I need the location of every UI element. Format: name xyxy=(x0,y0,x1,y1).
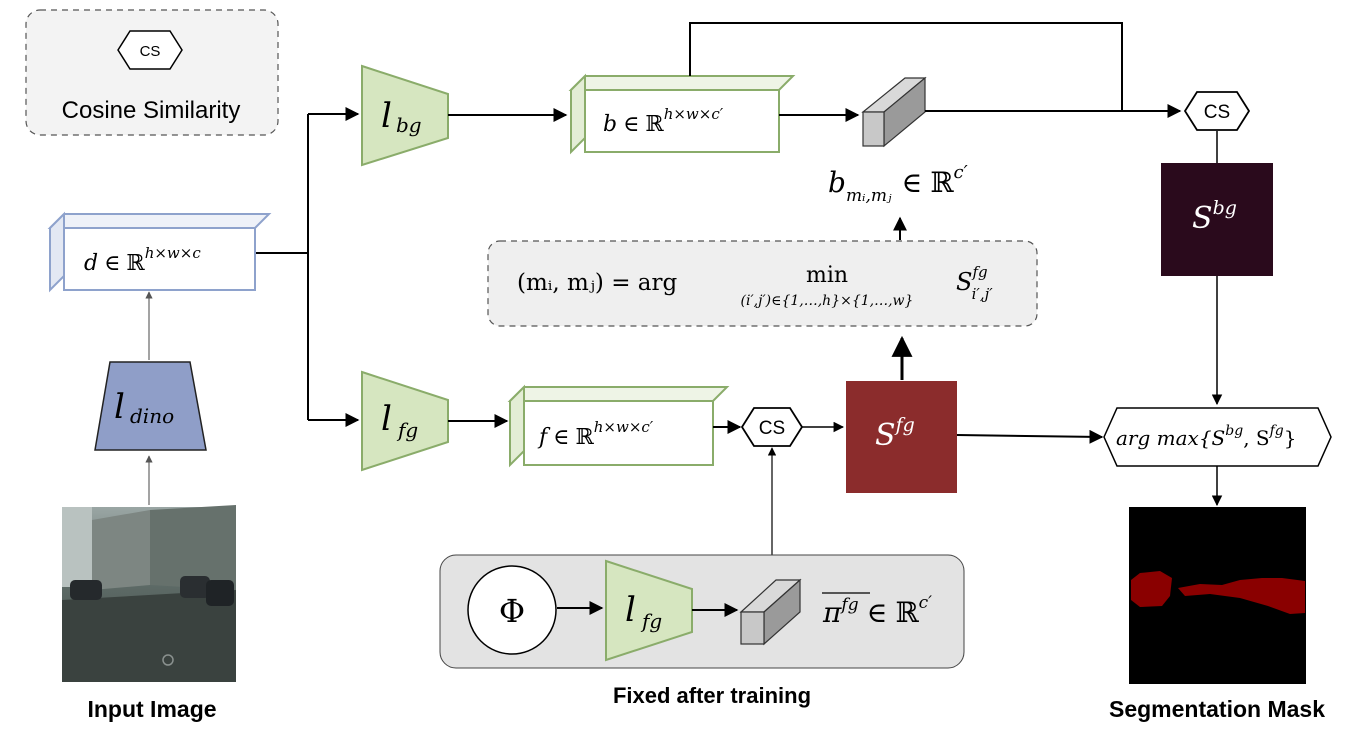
l-bg-sub: bg xyxy=(396,113,422,137)
s-fg-block: Sfg xyxy=(846,381,957,493)
l-fg-fixed-head: l fg xyxy=(605,559,693,662)
b-tensor-label: b∈ℝh×w×c′ xyxy=(603,105,724,137)
argmin-under: (i′,j′)∈{1,…,h}×{1,…,w} xyxy=(741,293,914,309)
l-fg-head: l fg xyxy=(361,370,449,472)
phi-label: Φ xyxy=(499,592,525,630)
f-tensor: f∈ℝh×w×c′ xyxy=(507,384,730,468)
l-bg-head: l bg xyxy=(361,64,449,167)
l-bg-base: l xyxy=(381,96,392,136)
d-tensor: d∈ℝh×w×c xyxy=(47,211,272,293)
l-dino-base: l xyxy=(114,387,125,427)
l-fg-fixed-base: l xyxy=(625,590,636,630)
argmin-box: (mᵢ, mⱼ) = arg min (i′,j′)∈{1,…,h}×{1,…,… xyxy=(487,240,1038,327)
legend-box: CS Cosine Similarity xyxy=(25,9,279,136)
caption-input-image: Input Image xyxy=(87,696,216,722)
cs-node-bg-label: CS xyxy=(1204,102,1230,123)
phi-node xyxy=(467,565,557,655)
caption-fixed-after-training: Fixed after training xyxy=(613,683,811,708)
legend-caption: Cosine Similarity xyxy=(62,97,241,124)
fixed-box: Φ l fg πfg∈ℝc′ xyxy=(439,554,965,669)
argmax-label: arg max{Sbg, Sfg} xyxy=(1116,423,1297,450)
input-image xyxy=(62,505,236,682)
l-fg-fixed-sub: fg xyxy=(640,609,662,633)
cs-node-bg: CS xyxy=(1183,91,1251,131)
b-vector-label: bmᵢ,mⱼ∈ℝc′ xyxy=(828,162,968,206)
l-fg-sub: fg xyxy=(396,418,418,442)
l-dino-sub: dino xyxy=(130,404,174,428)
b-vector-block xyxy=(861,76,927,148)
l-dino-encoder: l dino xyxy=(94,361,207,451)
d-tensor-label: d∈ℝh×w×c xyxy=(84,244,201,276)
l-fg-base: l xyxy=(381,399,392,439)
cs-node-fg: CS xyxy=(740,407,804,447)
legend-cs-label: CS xyxy=(140,43,161,60)
pi-vector-block xyxy=(739,578,802,646)
argmin-op: min xyxy=(806,263,848,288)
s-bg-block: Sbg xyxy=(1161,163,1273,276)
legend-cs-hexagon xyxy=(117,30,183,70)
pi-label: πfg∈ℝc′ xyxy=(822,593,932,629)
segmentation-mask xyxy=(1129,507,1306,684)
b-tensor: b∈ℝh×w×c′ xyxy=(568,73,796,155)
edge-b-skip xyxy=(689,22,1123,112)
s-fg-fill xyxy=(846,381,957,493)
argmax-node: arg max{Sbg, Sfg} xyxy=(1103,407,1332,467)
cs-node-fg-label: CS xyxy=(759,418,785,439)
s-bg-fill xyxy=(1161,163,1273,276)
caption-segmentation-mask: Segmentation Mask xyxy=(1109,696,1325,722)
s-bg-label: Sbg xyxy=(1192,197,1237,236)
edge-sfg-to-argmax xyxy=(956,429,1104,444)
s-fg-label: Sfg xyxy=(875,414,915,453)
argmin-lhs: (mᵢ, mⱼ) = arg xyxy=(517,270,677,296)
